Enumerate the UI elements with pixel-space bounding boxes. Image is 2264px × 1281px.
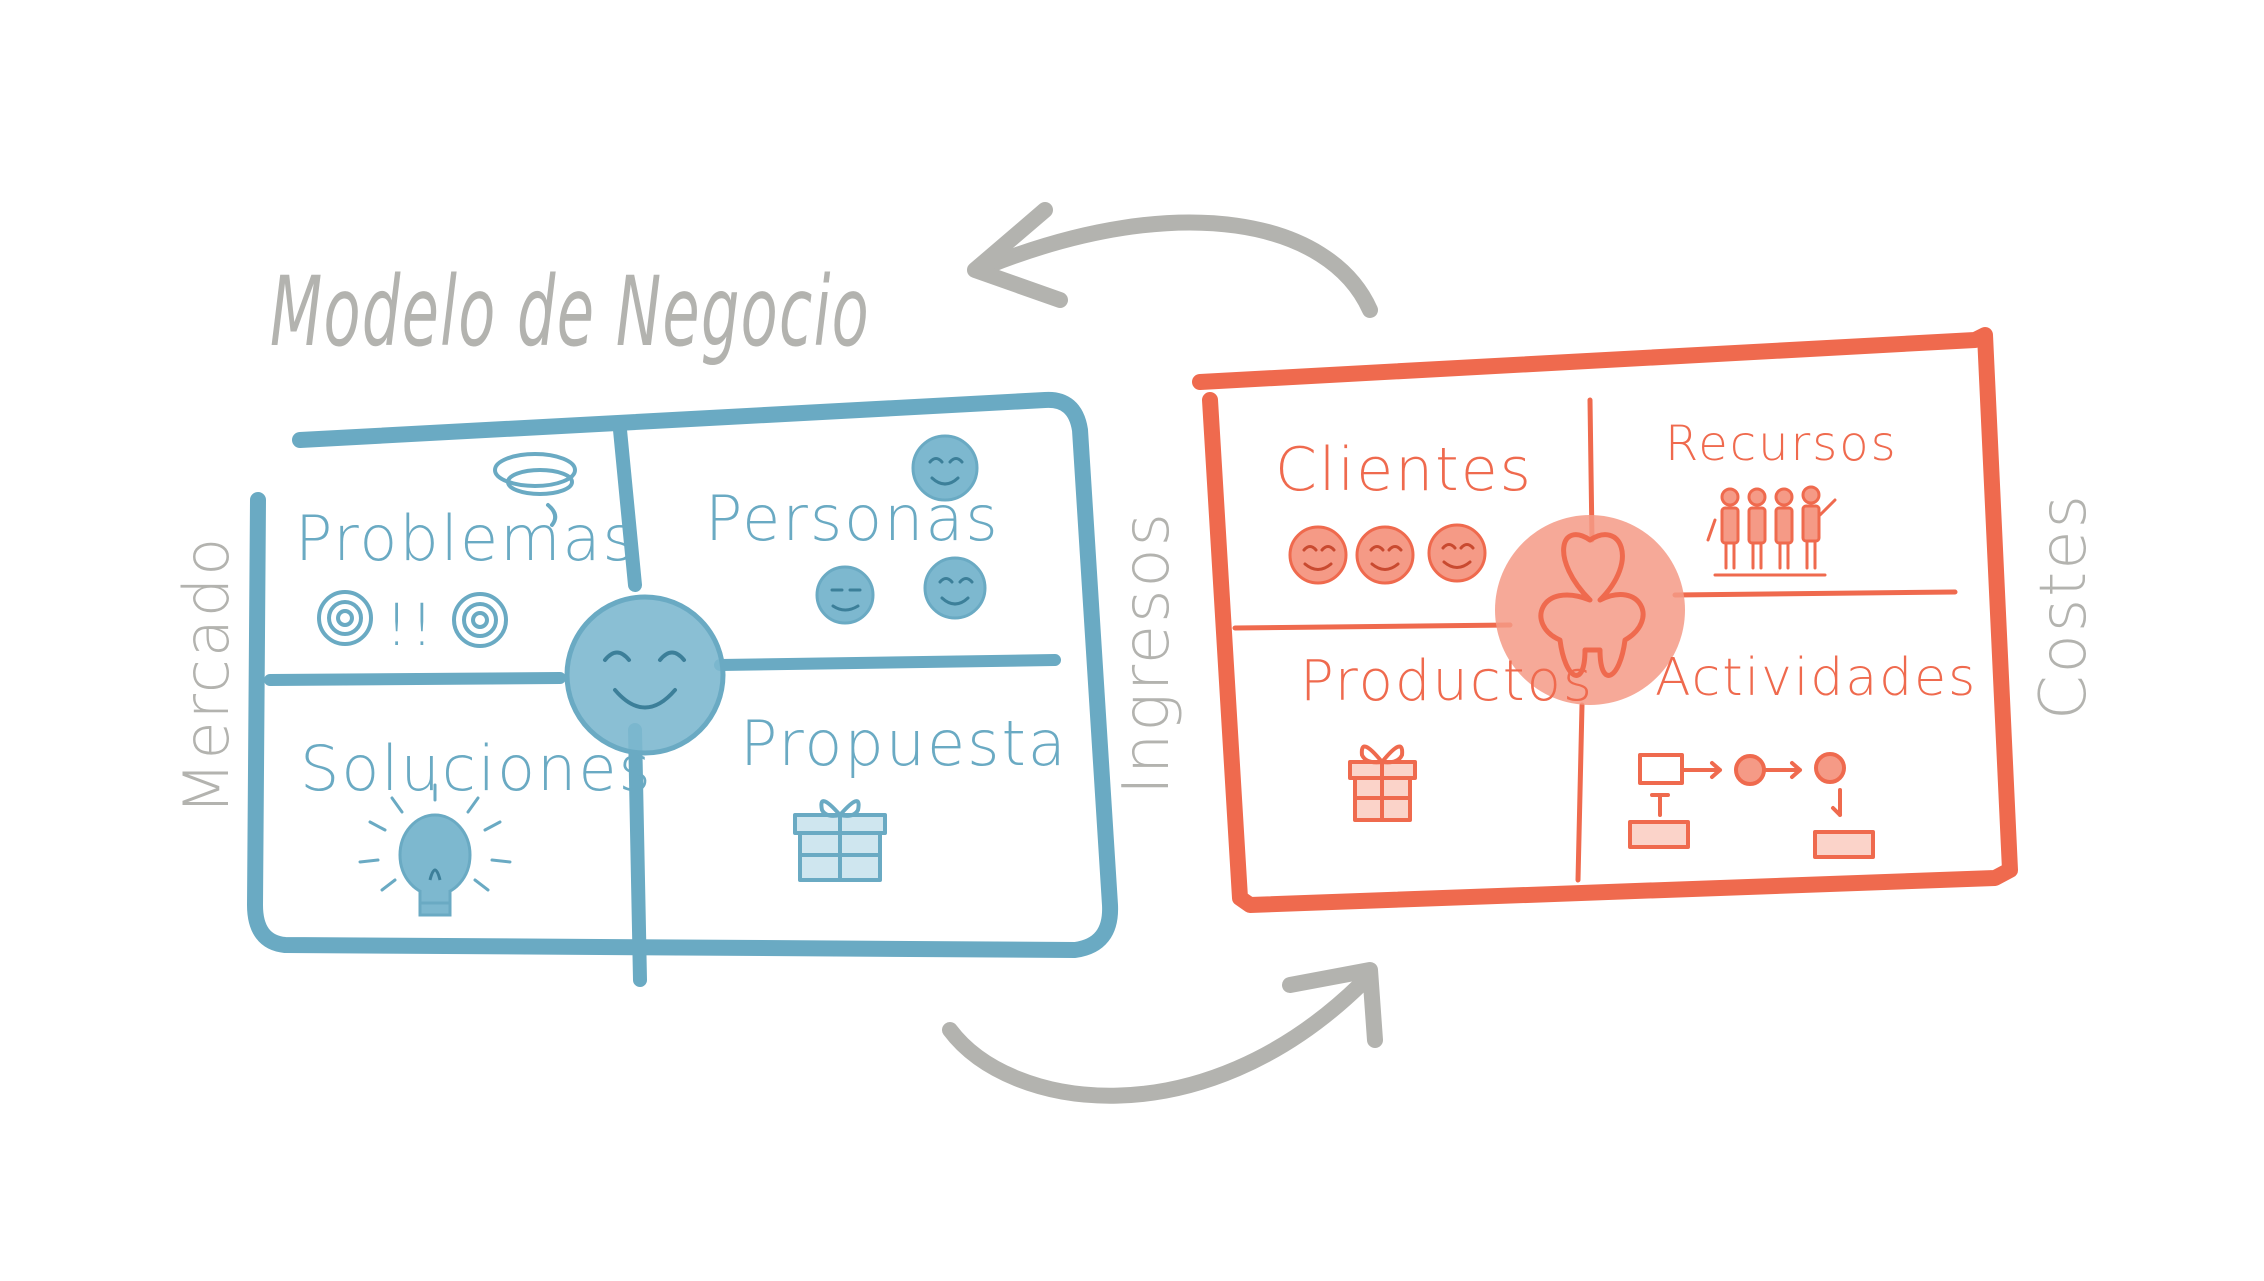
smiley-face-icon xyxy=(564,594,726,756)
exclamation-marks: !! xyxy=(385,591,436,659)
curved-arrow-right-icon xyxy=(942,962,1383,1104)
operations-divider-horizontal xyxy=(1232,589,1958,631)
quadrant-label-actividades: Actividades xyxy=(1655,648,1977,708)
clover-icon xyxy=(1495,515,1685,705)
operations-frame xyxy=(1192,327,2018,913)
gift-icon xyxy=(1348,744,1417,822)
market-frame xyxy=(247,391,1119,958)
side-label-costes: Costes xyxy=(2027,493,2101,720)
lightbulb-icon xyxy=(358,783,512,917)
quadrant-label-soluciones: Soluciones xyxy=(300,732,653,805)
diagram-title: Modelo de Negocio xyxy=(270,256,870,368)
quadrant-label-propuesta: Propuesta xyxy=(740,707,1068,780)
quadrant-label-recursos: Recursos xyxy=(1665,416,1898,472)
operations-canvas: Clientes Recursos Pro xyxy=(1110,327,2101,913)
gift-icon xyxy=(793,799,887,882)
side-label-ingresos: Ingresos xyxy=(1110,511,1184,795)
people-icon xyxy=(1706,485,1837,577)
market-divider-horizontal xyxy=(264,654,1061,686)
smiley-faces-icon xyxy=(815,434,987,625)
quadrant-label-problemas: Problemas xyxy=(295,502,637,575)
market-canvas: Problemas !! Personas Soluciones xyxy=(170,391,1119,987)
spiral-exclamation-icon xyxy=(317,452,577,648)
curved-arrow-left-icon xyxy=(967,202,1378,318)
quadrant-label-productos: Productos xyxy=(1300,649,1594,714)
market-divider-vertical xyxy=(613,423,647,987)
quadrant-label-clientes: Clientes xyxy=(1275,435,1533,505)
side-label-mercado: Mercado xyxy=(170,536,243,815)
process-flow-icon xyxy=(1628,752,1875,859)
smiley-faces-icon xyxy=(1288,523,1487,585)
